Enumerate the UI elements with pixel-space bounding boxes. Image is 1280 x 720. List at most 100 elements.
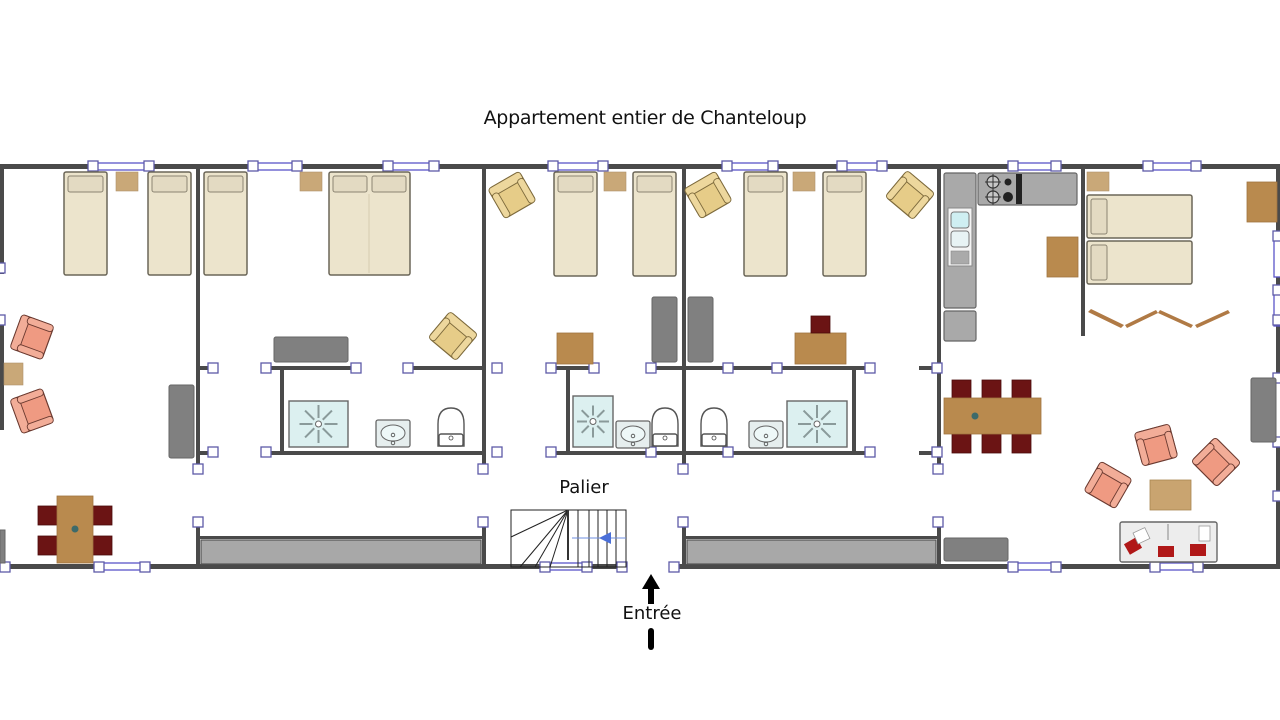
dining-chair — [37, 505, 59, 526]
dining-chair — [981, 433, 1002, 454]
nightstands — [3, 171, 1278, 511]
wall-node — [491, 446, 503, 458]
wall-node — [260, 362, 272, 374]
dishwasher — [943, 310, 977, 342]
radiator — [1250, 377, 1277, 443]
landing-label: Palier — [559, 477, 609, 498]
single-bed — [203, 171, 248, 276]
armchair — [10, 314, 54, 360]
bathrooms — [288, 395, 848, 449]
nightstand — [1086, 171, 1110, 192]
wall-node — [491, 362, 503, 374]
bath23-wall-top — [650, 366, 872, 370]
wall-node — [1192, 561, 1204, 573]
wall-node — [1007, 160, 1019, 172]
wall-node — [932, 516, 944, 528]
dining-chair — [91, 535, 113, 556]
wall-node — [1272, 314, 1280, 326]
bath-wall-stub — [200, 366, 212, 370]
wall-node — [1272, 284, 1280, 296]
window — [387, 162, 435, 171]
closet1-wall-top — [200, 536, 482, 539]
wall-living-bedroom1 — [196, 166, 200, 468]
closet2-wall-east — [937, 522, 941, 566]
bath2-wall-top — [550, 366, 594, 370]
closet2-wall-west — [682, 522, 686, 566]
wall-node — [1272, 230, 1280, 242]
wall-node — [545, 446, 557, 458]
wall-stub — [919, 366, 939, 370]
armchair — [10, 388, 54, 434]
centerpiece — [971, 412, 979, 420]
dresser — [556, 332, 594, 365]
radiators — [0, 296, 1277, 564]
plan-title: Appartement entier de Chanteloup — [483, 107, 807, 129]
wall-node — [668, 561, 680, 573]
nightstand — [115, 171, 139, 192]
wall-node — [402, 362, 414, 374]
window — [1012, 162, 1057, 171]
wall-node — [931, 446, 943, 458]
closet-wall-west — [196, 522, 200, 566]
bath3-wall-right — [852, 366, 856, 455]
storage-closet-west — [200, 539, 482, 565]
armchair — [1192, 438, 1240, 486]
armchair — [886, 171, 934, 219]
bath1-wall-top-right — [408, 366, 484, 370]
single-bed — [632, 171, 677, 277]
wall-node — [931, 362, 943, 374]
armchair — [429, 312, 477, 360]
toilet-icon — [651, 407, 679, 447]
stair-direction-arrow-icon — [599, 532, 611, 544]
wall-node — [722, 362, 734, 374]
wall-bedroom2-bedroom3 — [682, 166, 686, 468]
closet2-wall-top — [686, 536, 937, 539]
wall-node — [260, 446, 272, 458]
sink-icon — [375, 419, 411, 448]
bath2-wall-left — [566, 366, 570, 455]
radiator — [651, 296, 678, 363]
wall-node — [87, 160, 99, 172]
dining-chair — [1011, 433, 1032, 454]
wall-node — [192, 516, 204, 528]
wall-nodes — [0, 160, 1280, 573]
kitchen — [943, 172, 1078, 342]
wall-node — [1190, 160, 1202, 172]
wall-node — [1007, 561, 1019, 573]
wall-node — [428, 160, 440, 172]
wall-node — [677, 463, 689, 475]
single-bed — [553, 171, 598, 277]
bath23-wall-bottom — [550, 451, 872, 455]
window — [841, 162, 883, 171]
dining-table — [943, 397, 1042, 435]
wall-node — [597, 160, 609, 172]
armchair — [684, 171, 732, 219]
window — [252, 162, 298, 171]
single-bed — [1086, 194, 1193, 239]
window — [1154, 562, 1199, 571]
wall-node — [645, 362, 657, 374]
nightstand — [299, 171, 323, 192]
west-wall-mid — [0, 320, 4, 430]
wall-bedroom3-kitchen — [937, 166, 941, 468]
wall-node — [1142, 160, 1154, 172]
wall-stub — [919, 451, 939, 455]
centerpiece — [71, 525, 79, 533]
dining-chair — [951, 379, 972, 400]
beds — [63, 171, 1193, 285]
bath1-wall-bottom — [266, 451, 484, 455]
closet-wall-east — [482, 522, 486, 566]
radiator — [273, 336, 349, 363]
wall-node — [864, 446, 876, 458]
dining-chair — [981, 379, 1002, 400]
wall-node — [0, 262, 6, 274]
wall-node — [93, 561, 105, 573]
entrance-label: Entrée — [622, 603, 682, 624]
wall-node — [1050, 160, 1062, 172]
wall-kitchen-sleeping — [1081, 166, 1085, 336]
cabinet-corner — [1246, 181, 1278, 223]
wall-node — [545, 362, 557, 374]
wall-bedroom1-bedroom2 — [482, 166, 486, 468]
kitchen-counter-top — [977, 172, 1078, 206]
twin-bed — [147, 171, 192, 276]
